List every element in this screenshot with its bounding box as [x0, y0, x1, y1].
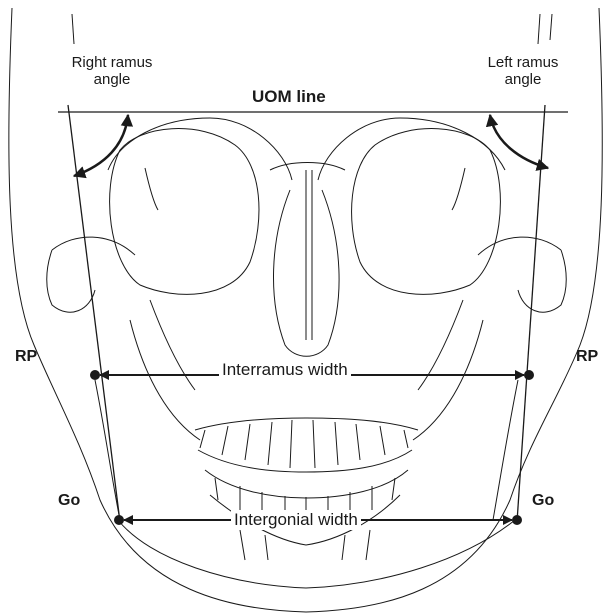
right-ramus-angle-arrow: [74, 115, 128, 176]
rp-left-point: [524, 370, 534, 380]
right-orbit: [110, 129, 259, 295]
right-ramus-angle-label: Right ramus angle: [52, 54, 172, 89]
go-left-label: Go: [532, 492, 554, 510]
rp-left-label: RP: [576, 348, 598, 366]
intergonial-width-label: Intergonial width: [231, 510, 361, 530]
left-ramus-angle-label: Left ramus angle: [468, 54, 578, 89]
go-right-label: Go: [58, 492, 80, 510]
lower-dentition: [205, 470, 408, 498]
go-left-point: [512, 515, 522, 525]
mandible-lower-contour: [118, 520, 515, 588]
left-orbit: [352, 129, 501, 295]
interramus-width-label: Interramus width: [219, 360, 351, 380]
left-ramus-line: [517, 105, 545, 522]
upper-dentition: [195, 418, 418, 430]
go-right-point: [114, 515, 124, 525]
rp-right-label: RP: [15, 348, 37, 366]
rp-right-point: [90, 370, 100, 380]
uom-line-label: UOM line: [252, 87, 326, 107]
